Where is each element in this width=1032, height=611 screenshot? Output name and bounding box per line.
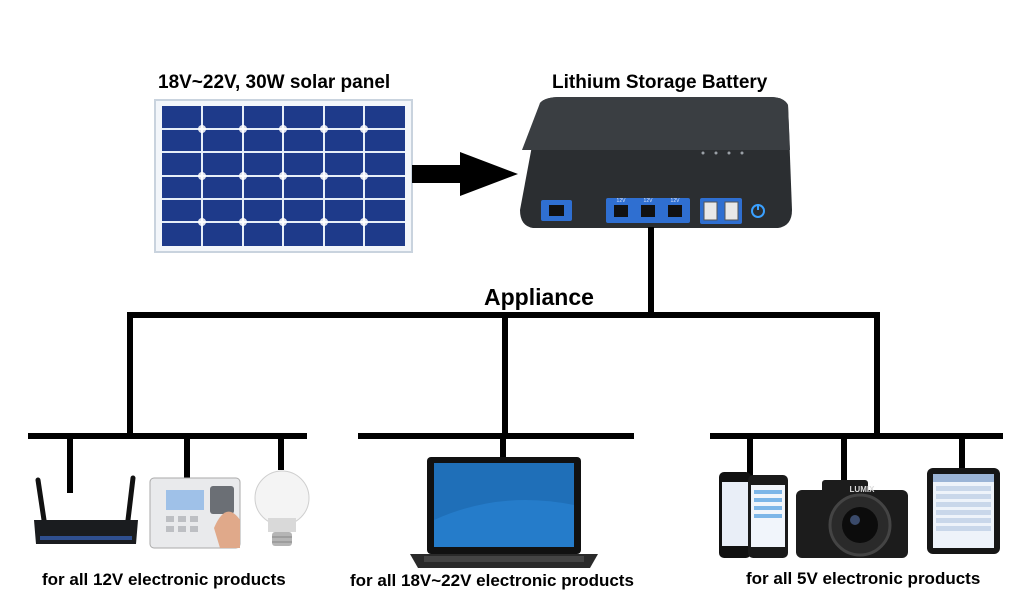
port-label: 12V: [671, 198, 681, 204]
led-bulb-icon: [254, 470, 310, 546]
wiring: [28, 227, 1003, 493]
battery-unit: 12V 12V 12V: [520, 97, 792, 228]
tablet-icon: [927, 468, 1000, 554]
arrow-right-icon: [412, 152, 518, 196]
fingerprint-terminal-icon: [149, 477, 241, 549]
camera-icon: LUMIX: [796, 480, 908, 558]
router-icon: [34, 475, 138, 544]
group-label-12v: for all 12V electronic products: [42, 570, 286, 589]
port-label: 12V: [644, 198, 654, 204]
smartphones-icon: [719, 472, 788, 558]
solar-panel-label: 18V~22V, 30W solar panel: [158, 72, 391, 93]
solar-panel: [154, 99, 413, 253]
battery-label: Lithium Storage Battery: [552, 72, 768, 93]
appliance-label: Appliance: [484, 284, 594, 310]
group-label-5v: for all 5V electronic products: [746, 569, 981, 588]
laptop-icon: [410, 457, 598, 568]
port-label: 12V: [617, 198, 627, 204]
camera-brand: LUMIX: [850, 485, 876, 494]
group-label-18-22v: for all 18V~22V electronic products: [350, 571, 634, 590]
